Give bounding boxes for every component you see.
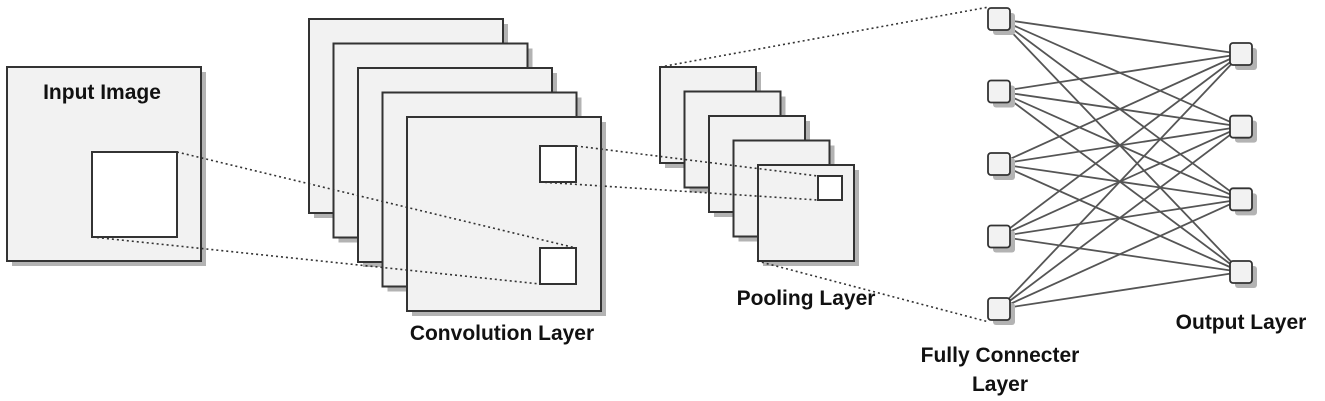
receptive-field-lines	[91, 6, 990, 323]
fc-node-5	[987, 297, 1011, 321]
output-node-2	[1229, 114, 1253, 139]
edge-fc5-out2	[998, 125, 1242, 310]
pool-output-cell	[817, 175, 843, 201]
input-receptive-field	[91, 151, 178, 238]
conv-pool-window	[539, 145, 577, 183]
pooling-layer-label: Pooling Layer	[737, 287, 876, 310]
output-layer-label: Output Layer	[1176, 311, 1307, 334]
edge-fc5-out4	[998, 271, 1242, 310]
dotted-line-conv-bottom	[539, 181, 819, 201]
edge-fc3-out1	[998, 53, 1242, 165]
dotted-line-input-bottom	[91, 236, 541, 285]
pooling-layer-group	[659, 66, 859, 266]
output-node-4	[1229, 260, 1253, 284]
output-node-1	[1229, 42, 1253, 66]
dotted-line-conv-top	[575, 145, 819, 177]
fc-node-2	[987, 79, 1011, 104]
conv-output-cell	[539, 247, 577, 285]
edge-fc1-out1	[998, 18, 1242, 55]
fully-connected-layer-label-line2: Layer	[972, 373, 1028, 396]
edge-fc2-out1	[998, 53, 1242, 93]
fc-node-1	[987, 7, 1011, 31]
convolution-layer-group	[308, 18, 606, 316]
fc-node-3	[987, 152, 1011, 176]
edge-fc5-out3	[998, 198, 1242, 310]
output-node-3	[1229, 187, 1253, 212]
dense-connections	[998, 18, 1242, 310]
edge-fc4-out1	[998, 53, 1242, 238]
convolution-layer-label: Convolution Layer	[410, 322, 594, 345]
input-image-label: Input Image	[43, 81, 161, 104]
fc-node-4	[987, 224, 1011, 249]
input-image-group	[6, 66, 206, 266]
network-nodes	[987, 7, 1257, 325]
edge-fc5-out1	[998, 53, 1242, 310]
fully-connected-layer-label-line1: Fully Connecter	[921, 344, 1080, 367]
dotted-line-input-top	[176, 151, 577, 249]
dotted-line-pool-top	[659, 6, 990, 68]
